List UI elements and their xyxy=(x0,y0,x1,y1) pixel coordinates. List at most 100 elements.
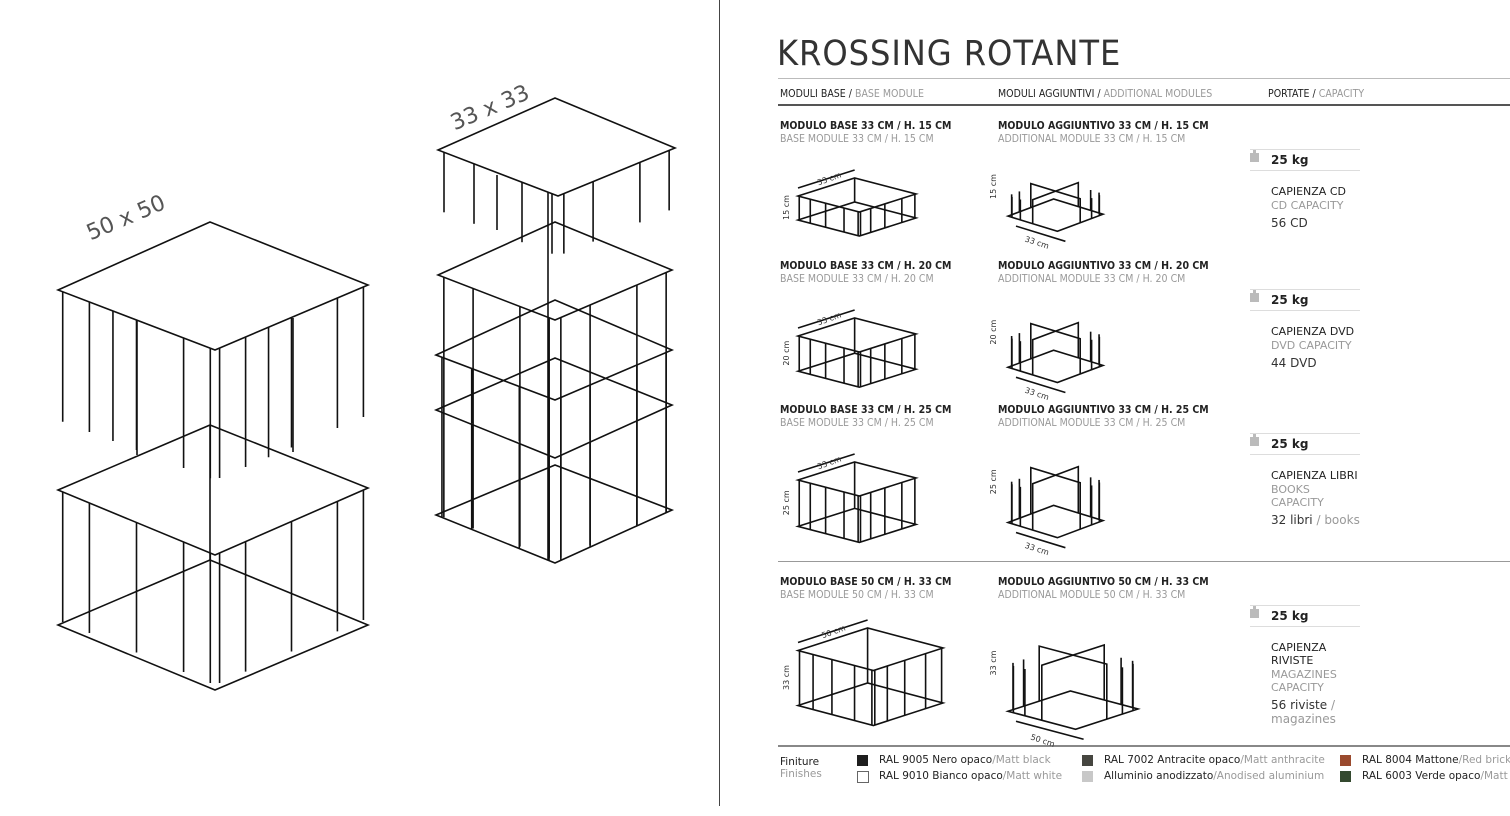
divider-panel xyxy=(1040,643,1105,721)
base-plate xyxy=(795,201,919,237)
base-module-subtitle: BASE MODULE 50 CM / H. 33 CM xyxy=(780,589,934,601)
capacity-value-row: 56 CD xyxy=(1271,216,1360,230)
height-label: 20 cm xyxy=(782,340,791,365)
capacity-value-row: 32 libri / books xyxy=(1271,513,1360,527)
dimension-line xyxy=(1015,720,1084,741)
finish-text: RAL 8004 Mattone/Red brick xyxy=(1362,754,1510,766)
shelf-plate xyxy=(435,97,678,197)
finish-text: RAL 7002 Antracite opaco/Matt anthracite xyxy=(1104,754,1325,766)
color-swatch xyxy=(857,771,869,783)
additional-module-title: MODULO AGGIUNTIVO 50 CM / H. 33 CM xyxy=(998,576,1209,588)
load-capacity: 25 kg xyxy=(1271,293,1309,307)
capacity-block: 25 kg CAPIENZA CD CD CAPACITY 56 CD xyxy=(1250,149,1360,230)
color-swatch xyxy=(1340,755,1351,766)
finish-name-en: /Matt black xyxy=(992,754,1051,766)
dimension-line xyxy=(797,309,855,329)
width-label: 33 cm xyxy=(1024,386,1051,402)
base-plate xyxy=(1005,504,1106,539)
capacity-label-en: BOOKS CAPACITY xyxy=(1271,483,1324,509)
capacity-label-en: MAGAZINES CAPACITY xyxy=(1271,668,1337,694)
capacity-value-en: / books xyxy=(1312,513,1360,527)
header-base: MODULI BASE / BASE MODULE xyxy=(780,88,924,100)
color-swatch xyxy=(1082,755,1093,766)
capacity-label: CAPIENZA RIVISTE xyxy=(1271,641,1327,667)
finish-name: RAL 7002 Antracite opaco xyxy=(1104,754,1241,766)
header-additional: MODULI AGGIUNTIVI / ADDITIONAL MODULES xyxy=(998,88,1213,100)
base-plate xyxy=(795,507,919,544)
base-module-title: MODULO BASE 50 CM / H. 33 CM xyxy=(780,576,952,588)
finish-name-en: /Matt white xyxy=(1002,770,1063,782)
divider-panel xyxy=(1031,321,1080,375)
divider-panel xyxy=(1029,182,1081,223)
rule xyxy=(778,78,1510,79)
finish-name-en: /Matt green xyxy=(1480,770,1510,782)
height-label: 15 cm xyxy=(989,174,998,199)
weight-icon xyxy=(1250,150,1259,162)
additional-module-subtitle: ADDITIONAL MODULE 50 CM / H. 33 CM xyxy=(998,589,1186,601)
base-plate xyxy=(795,682,946,727)
finish-name-en: /Red brick xyxy=(1458,754,1510,766)
header-capacity: PORTATE / CAPACITY xyxy=(1268,88,1365,100)
base-plate xyxy=(1005,690,1141,731)
load-row: 25 kg xyxy=(1250,605,1360,627)
color-swatch xyxy=(857,755,868,766)
base-module-title: MODULO BASE 33 CM / H. 20 CM xyxy=(780,260,952,272)
height-label: 33 cm xyxy=(989,650,998,675)
rule xyxy=(778,561,1510,562)
load-capacity: 25 kg xyxy=(1271,437,1309,451)
weight-icon xyxy=(1250,434,1259,446)
shelf-plate xyxy=(435,221,675,321)
capacity-label-en: DVD CAPACITY xyxy=(1271,339,1352,352)
finish-text: RAL 9010 Bianco opaco/Matt white xyxy=(879,770,1062,782)
capacity-block: 25 kg CAPIENZA RIVISTE MAGAZINES CAPACIT… xyxy=(1250,605,1360,726)
finish-name-en: /Anodised aluminium xyxy=(1213,770,1325,782)
base-plate xyxy=(433,464,675,564)
divider-panel xyxy=(1031,181,1080,224)
capacity-value: 56 CD xyxy=(1271,216,1308,230)
width-label: 33 cm xyxy=(816,454,843,471)
weight-icon xyxy=(1250,290,1259,302)
width-label: 50 cm xyxy=(820,623,847,640)
additional-module-subtitle: ADDITIONAL MODULE 33 CM / H. 20 CM xyxy=(998,273,1186,285)
divider-panel xyxy=(1031,465,1080,531)
dimension-line xyxy=(797,453,855,473)
finish-name: RAL 6003 Verde opaco xyxy=(1362,770,1481,782)
height-label: 25 cm xyxy=(989,469,998,494)
finish-text: Alluminio anodizzato/Anodised aluminium xyxy=(1104,770,1324,782)
base-plate xyxy=(795,352,919,389)
page-divider xyxy=(719,0,720,806)
base-module-title: MODULO BASE 33 CM / H. 15 CM xyxy=(780,120,952,132)
divider-panel xyxy=(1038,645,1108,720)
load-capacity: 25 kg xyxy=(1271,609,1309,623)
capacity-value-row: 56 riviste / magazines xyxy=(1271,698,1360,726)
dimension-line xyxy=(797,169,855,189)
height-label: 25 cm xyxy=(782,490,791,515)
shelf-plate xyxy=(433,357,675,459)
dimension-line xyxy=(1015,376,1066,394)
finish-text: RAL 9005 Nero opaco/Matt black xyxy=(879,754,1051,766)
shelf-plate xyxy=(795,627,946,672)
color-swatch xyxy=(1082,771,1093,782)
finish-name: Alluminio anodizzato xyxy=(1104,770,1214,782)
capacity-block: 25 kg CAPIENZA DVD DVD CAPACITY 44 DVD xyxy=(1250,289,1360,370)
divider-panel xyxy=(1029,466,1081,530)
capacity-value: 32 libri xyxy=(1271,513,1313,527)
additional-module-subtitle: ADDITIONAL MODULE 33 CM / H. 15 CM xyxy=(998,133,1186,145)
height-label: 33 cm xyxy=(782,665,791,690)
page-title: KROSSING ROTANTE xyxy=(777,34,1122,74)
shelf-plate xyxy=(55,221,371,351)
capacity-label: CAPIENZA CD xyxy=(1271,185,1346,198)
base-module-title: MODULO BASE 33 CM / H. 25 CM xyxy=(780,404,952,416)
additional-module-subtitle: ADDITIONAL MODULE 33 CM / H. 25 CM xyxy=(998,417,1186,429)
load-row: 25 kg xyxy=(1250,433,1360,455)
product-illustration xyxy=(55,97,678,691)
base-module-subtitle: BASE MODULE 33 CM / H. 20 CM xyxy=(780,273,934,285)
height-label: 20 cm xyxy=(989,319,998,344)
shelf-plate xyxy=(55,424,371,556)
base-module-drawing: 33 cm 25 cm xyxy=(782,453,919,544)
base-plate xyxy=(1005,198,1106,233)
